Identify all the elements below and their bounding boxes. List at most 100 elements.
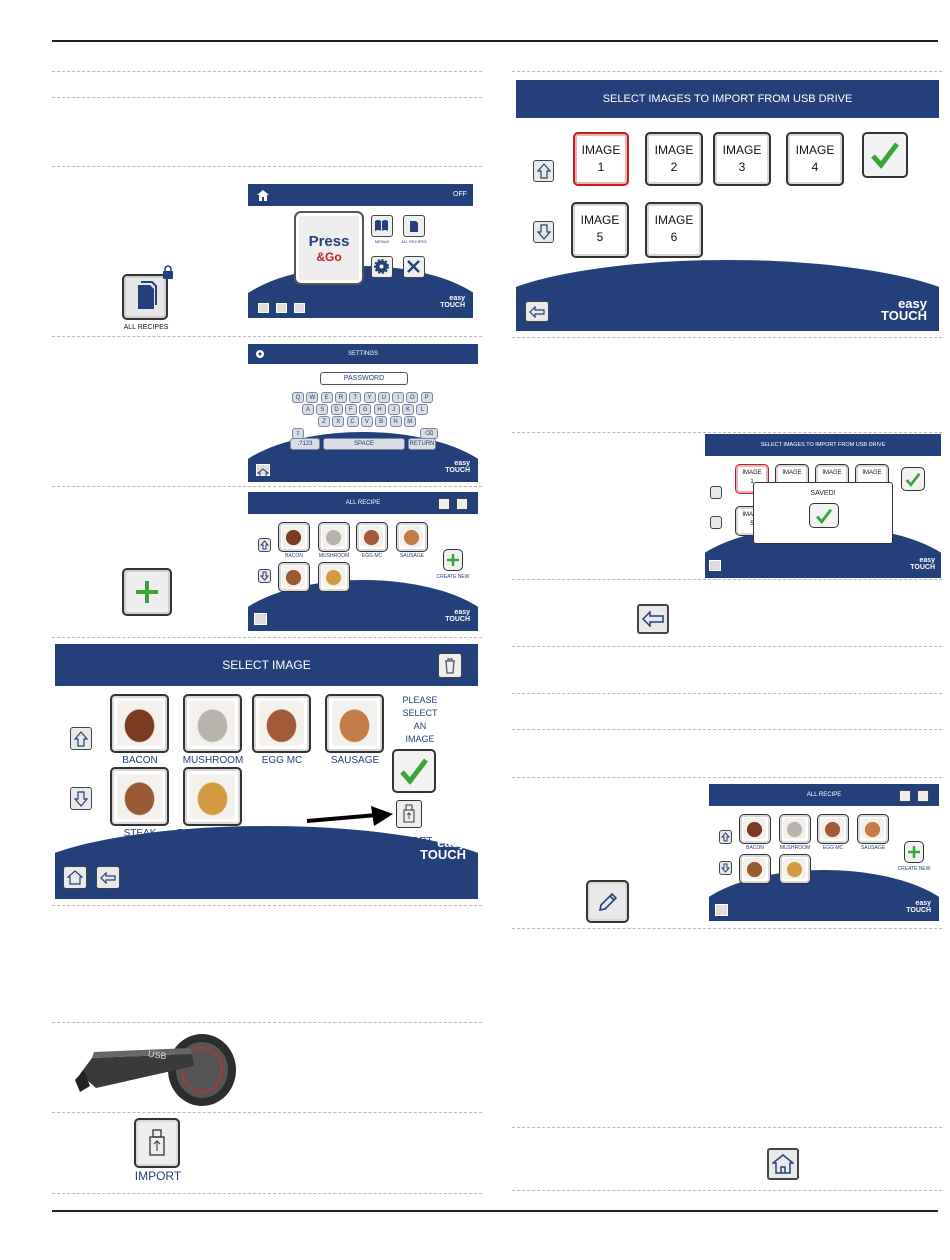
- key-w[interactable]: W: [306, 392, 319, 403]
- recipe-tile[interactable]: [779, 854, 811, 884]
- scroll-down-button[interactable]: [533, 221, 554, 243]
- key-z[interactable]: Z: [318, 416, 330, 427]
- all-recipes-button[interactable]: [403, 215, 425, 237]
- create-new-button[interactable]: [122, 568, 172, 616]
- key-r[interactable]: R: [334, 392, 347, 403]
- home-button[interactable]: [63, 866, 87, 889]
- trash-button[interactable]: [917, 790, 929, 802]
- help-icon[interactable]: [258, 303, 269, 313]
- recipe-tile[interactable]: [779, 814, 811, 844]
- recipe-tile[interactable]: [857, 814, 889, 844]
- key-j[interactable]: J: [387, 404, 400, 415]
- scroll-up-button[interactable]: [719, 830, 732, 844]
- key-b[interactable]: B: [375, 416, 388, 427]
- recipe-tile[interactable]: [278, 562, 310, 592]
- press-and-go-button[interactable]: Press &Go: [294, 211, 364, 285]
- key-q[interactable]: Q: [292, 392, 304, 403]
- key-y[interactable]: Y: [363, 392, 376, 403]
- scroll-up-button[interactable]: [70, 727, 92, 750]
- key-c[interactable]: C: [346, 416, 359, 427]
- recipe-tile[interactable]: [817, 814, 849, 844]
- key-x[interactable]: X: [332, 416, 345, 427]
- confirm-button[interactable]: [862, 132, 908, 178]
- image-tile[interactable]: [183, 767, 242, 826]
- key-m[interactable]: M: [403, 416, 416, 427]
- image-tile[interactable]: [183, 694, 242, 753]
- edit-button[interactable]: [586, 880, 629, 923]
- saved-check-button[interactable]: [809, 503, 839, 528]
- key-e[interactable]: E: [320, 392, 333, 403]
- home-button[interactable]: [767, 1148, 799, 1180]
- scroll-down-button[interactable]: [719, 861, 732, 875]
- home-button[interactable]: [254, 613, 267, 625]
- key-k[interactable]: K: [402, 404, 415, 415]
- back-button[interactable]: [96, 866, 120, 889]
- home-button[interactable]: [256, 464, 270, 478]
- key-d[interactable]: D: [330, 404, 343, 415]
- key-space[interactable]: SPACE: [323, 438, 405, 450]
- key-i[interactable]: I: [392, 392, 405, 403]
- diagnostics-button[interactable]: [403, 256, 425, 278]
- globe-icon[interactable]: [276, 303, 287, 313]
- scroll-down-button[interactable]: [258, 569, 271, 583]
- back-button[interactable]: [709, 560, 721, 571]
- key-o[interactable]: O: [406, 392, 419, 403]
- recipe-tile[interactable]: [739, 854, 771, 884]
- lock-icon[interactable]: [294, 303, 305, 313]
- image-tile[interactable]: [325, 694, 384, 753]
- home-icon[interactable]: [257, 190, 269, 201]
- trash-button[interactable]: [438, 653, 462, 678]
- import-button[interactable]: [396, 800, 422, 828]
- recipe-tile[interactable]: [356, 522, 388, 552]
- confirm-button[interactable]: [392, 749, 436, 793]
- home-button[interactable]: [715, 904, 728, 916]
- key-p[interactable]: P: [420, 392, 433, 403]
- key-h[interactable]: H: [373, 404, 386, 415]
- key-n[interactable]: N: [389, 416, 402, 427]
- back-button[interactable]: [525, 301, 549, 322]
- settings-button[interactable]: [371, 256, 393, 278]
- key-s[interactable]: S: [316, 404, 329, 415]
- key-return[interactable]: RETURN: [408, 438, 436, 450]
- scroll-up-button[interactable]: [258, 538, 271, 552]
- recipe-tile[interactable]: [278, 522, 310, 552]
- scroll-down-button[interactable]: [710, 516, 722, 529]
- image-tile[interactable]: [110, 767, 169, 826]
- key-123[interactable]: .?123: [290, 438, 320, 450]
- back-button[interactable]: [637, 604, 669, 634]
- recipe-tile[interactable]: [396, 522, 428, 552]
- key-g[interactable]: G: [359, 404, 372, 415]
- image-tile[interactable]: [110, 694, 169, 753]
- key-t[interactable]: T: [349, 392, 362, 403]
- create-new-button[interactable]: [443, 549, 463, 571]
- image-tile[interactable]: [252, 694, 311, 753]
- key-v[interactable]: V: [360, 416, 373, 427]
- scroll-up-button[interactable]: [710, 486, 722, 499]
- trash-button[interactable]: [456, 498, 468, 510]
- key-l[interactable]: L: [416, 404, 429, 415]
- password-field[interactable]: PASSWORD: [320, 372, 408, 385]
- key-u[interactable]: U: [377, 392, 390, 403]
- scroll-down-button[interactable]: [70, 787, 92, 810]
- edit-button[interactable]: [899, 790, 911, 802]
- key-a[interactable]: A: [302, 404, 314, 415]
- create-new-button[interactable]: [904, 841, 924, 863]
- all-recipes-button[interactable]: [122, 274, 168, 320]
- edit-button[interactable]: [438, 498, 450, 510]
- recipe-tile[interactable]: [739, 814, 771, 844]
- confirm-button[interactable]: [901, 467, 925, 491]
- import-button[interactable]: [134, 1118, 180, 1168]
- scroll-up-button[interactable]: [533, 160, 554, 182]
- menus-button[interactable]: [371, 215, 393, 237]
- key-f[interactable]: F: [344, 404, 357, 415]
- arrow-up-icon: [260, 540, 269, 550]
- recipe-tile[interactable]: [318, 522, 350, 552]
- recipe-tile[interactable]: [318, 562, 350, 592]
